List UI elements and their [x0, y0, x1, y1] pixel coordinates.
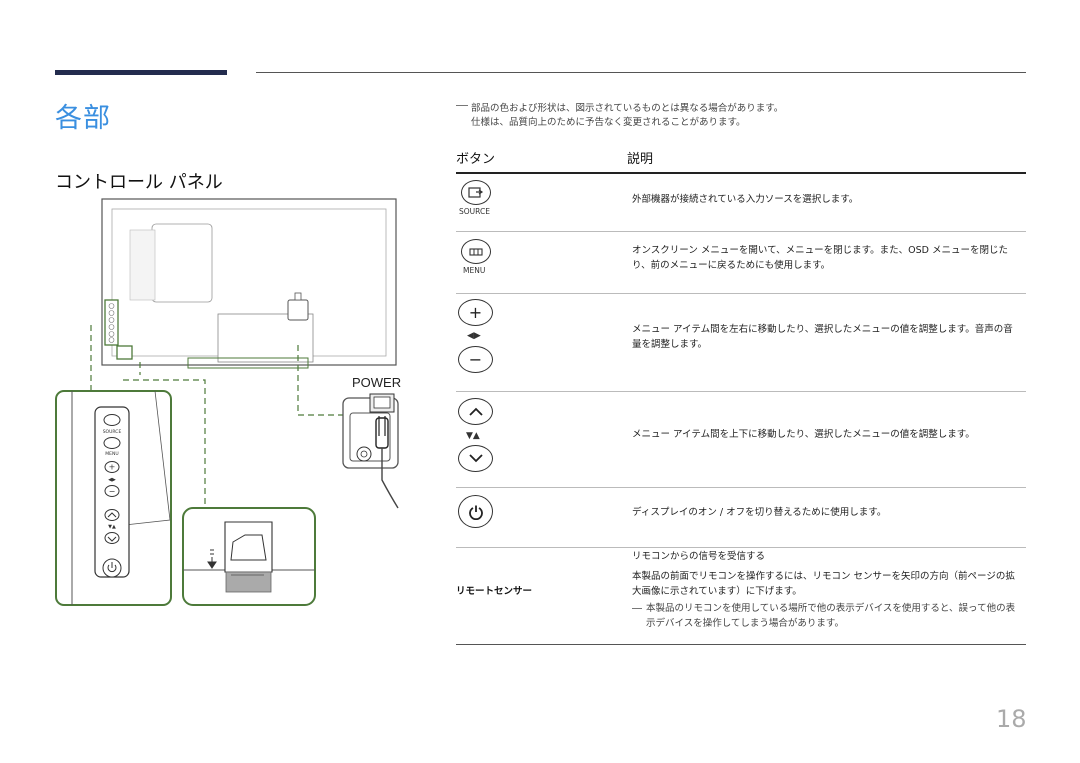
row-divider — [456, 391, 1026, 392]
mini-source-label: SOURCE — [103, 429, 122, 435]
svg-text:−: − — [109, 487, 116, 496]
mini-menu-label: MENU — [105, 451, 118, 457]
remote-sensor-note: 本製品のリモコンを使用している場所で他の表示デバイスを使用すると、誤って他の表示… — [632, 601, 1017, 631]
power-button-icon — [458, 495, 493, 528]
volume-description: メニュー アイテム間を左右に移動したり、選択したメニューの値を調整します。音声の… — [632, 324, 1013, 350]
mini-lr-symbol: ◀▶ — [108, 477, 116, 483]
header-rule — [256, 72, 1026, 73]
remote-sensor-title: リモコンからの信号を受信する — [632, 551, 766, 562]
plus-button-icon: + — [458, 299, 493, 326]
svg-text:+: + — [109, 463, 116, 472]
remote-sensor-description: 本製品の前面でリモコンを操作するには、リモコン センサーを矢印の方向（前ページの… — [632, 571, 1015, 597]
minus-button-icon: − — [458, 346, 493, 373]
source-description: 外部機器が接続されている入力ソースを選択します。 — [632, 194, 859, 205]
control-panel-diagram: + − SOURCE MENU ◀▶ ▼▲ POWER — [55, 198, 401, 606]
mini-ud-symbol: ▼▲ — [108, 524, 116, 530]
table-bottom-rule — [456, 644, 1026, 645]
row-divider — [456, 487, 1026, 488]
notes: 部品の色および形状は、図示されているものとは異なる場合があります。 仕様は、品質… — [456, 102, 783, 130]
row-divider — [456, 231, 1026, 232]
column-header-button: ボタン — [456, 152, 496, 167]
up-down-description: メニュー アイテム間を上下に移動したり、選択したメニューの値を調整します。 — [632, 429, 975, 440]
source-label: SOURCE — [459, 207, 490, 216]
down-button-icon — [458, 445, 493, 472]
subsection-title: コントロール パネル — [55, 172, 223, 193]
row-divider — [456, 293, 1026, 294]
power-label: POWER — [352, 375, 401, 390]
up-down-symbol: ▼▲ — [466, 431, 480, 441]
page-number: 18 — [996, 705, 1027, 733]
menu-button-icon — [461, 239, 491, 264]
section-title: 各部 — [55, 103, 111, 134]
menu-description: オンスクリーン メニューを開いて、メニューを閉じます。また、OSD メニューを閉… — [632, 245, 1008, 271]
source-button-icon — [461, 180, 491, 205]
left-right-symbol: ◀▶ — [467, 331, 481, 341]
note-item: 部品の色および形状は、図示されているものとは異なる場合があります。 — [456, 102, 783, 116]
table-header-rule — [456, 172, 1026, 174]
menu-label: MENU — [463, 266, 486, 275]
remote-sensor-label: リモートセンサー — [456, 586, 533, 597]
row-divider — [456, 547, 1026, 548]
header-accent-bar — [55, 70, 227, 75]
column-header-description: 説明 — [627, 152, 654, 167]
up-button-icon — [458, 398, 493, 425]
power-description: ディスプレイのオン / オフを切り替えるために使用します。 — [632, 507, 887, 518]
note-item: 仕様は、品質向上のために予告なく変更されることがあります。 — [471, 117, 746, 128]
